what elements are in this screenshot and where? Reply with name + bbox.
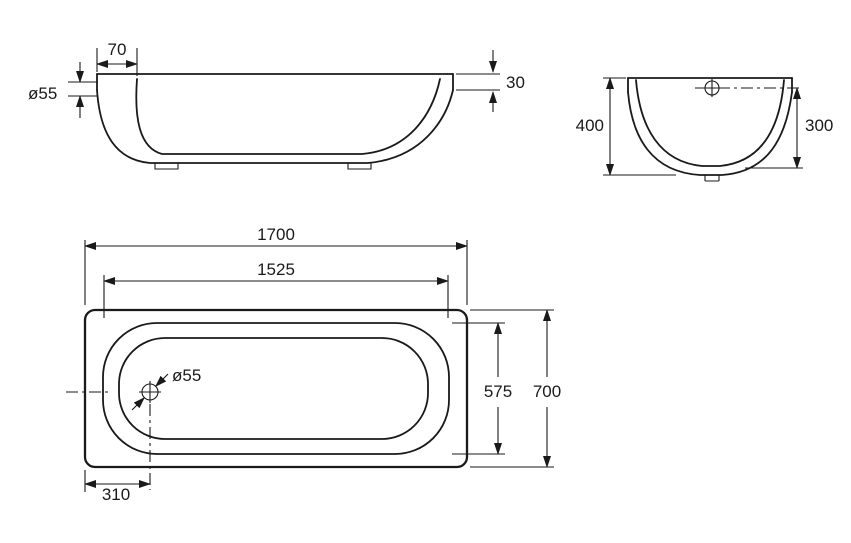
dim-rim-width: 70 [96, 40, 138, 76]
dim-interior-width: 575 [452, 322, 512, 455]
drain-crosshair-icon [139, 381, 161, 403]
side-inner-shell [135, 78, 441, 155]
dim-interior-width-label: 575 [484, 382, 512, 401]
leader-arrow [131, 396, 146, 411]
plan-view-outline [83, 308, 469, 469]
dim-drain-offset-label: 310 [102, 485, 130, 504]
side-outer-shell [96, 89, 454, 164]
leader-arrow [154, 373, 169, 388]
side-left-foot [154, 163, 179, 170]
side-right-foot [347, 163, 372, 170]
dim-drain-diameter: ø55 [131, 366, 201, 411]
dim-rim-height-label: 30 [506, 73, 525, 92]
dim-rim-width-label: 70 [108, 40, 127, 59]
dim-interior-depth-label: 300 [805, 116, 833, 135]
plan-view: ø55 1700 1525 575 [66, 225, 561, 504]
dim-overflow-diameter: ø55 [28, 62, 98, 118]
dim-interior-length: 1525 [103, 260, 449, 318]
plan-outer-rect [83, 308, 469, 469]
dim-overall-height: 400 [576, 77, 676, 176]
end-drain-stub [704, 175, 720, 182]
dim-overall-height-label: 400 [576, 116, 604, 135]
dim-overall-length: 1700 [84, 225, 468, 305]
dim-drain-offset: 310 [84, 470, 151, 504]
end-view: 400 300 [576, 77, 833, 182]
dim-overall-length-label: 1700 [257, 225, 295, 244]
dim-interior-depth: 300 [745, 87, 833, 169]
dim-overflow-diameter-label: ø55 [28, 84, 57, 103]
dim-drain-diameter-label: ø55 [172, 366, 201, 385]
crosshair-cross [139, 381, 161, 403]
plan-rim-opening [102, 322, 450, 455]
dim-overall-width: 700 [470, 309, 561, 468]
dim-interior-length-label: 1525 [257, 260, 295, 279]
side-view: 70 ø55 30 [28, 40, 525, 170]
end-inner-shell [635, 79, 785, 167]
end-outer-shell [627, 91, 793, 176]
side-view-outline [96, 73, 454, 170]
plan-inner-bottom [118, 337, 429, 440]
dim-overall-width-label: 700 [533, 382, 561, 401]
end-view-outline [627, 77, 793, 182]
dim-rim-height: 30 [456, 50, 525, 112]
